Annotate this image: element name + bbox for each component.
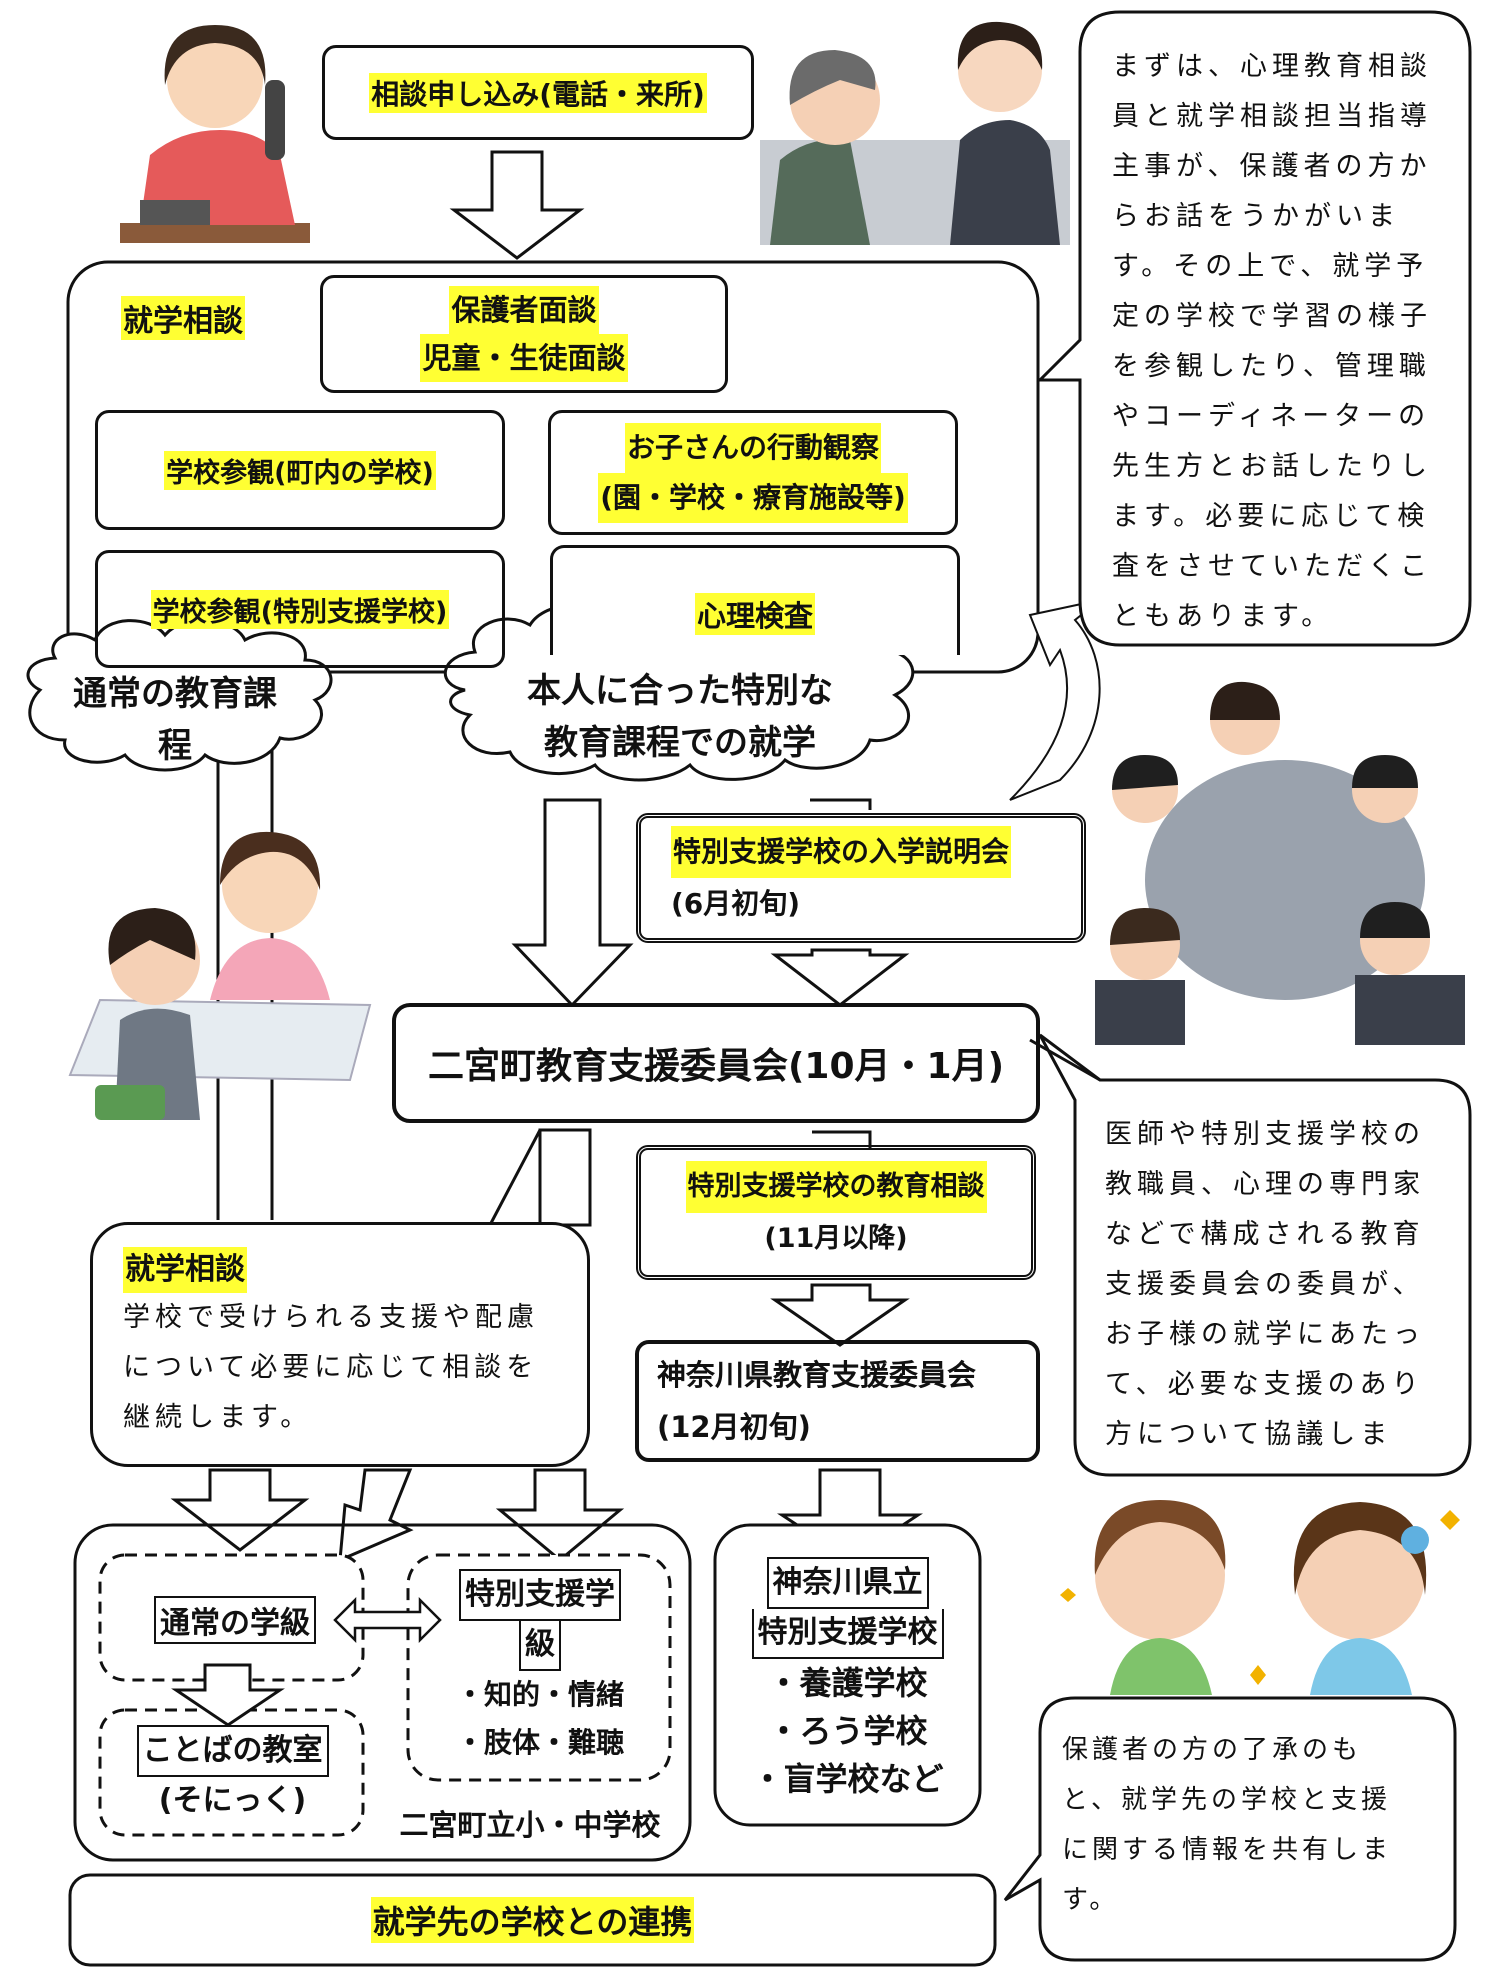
cooperation-label: 就学先の学校との連携: [370, 1897, 695, 1943]
bubble-mid-line7: 方について協議しま: [1105, 1419, 1393, 1450]
bubble-mid-line4: 支援委員会の委員が、: [1105, 1269, 1425, 1300]
pref-school-title2: 特別支援学校: [751, 1609, 944, 1659]
bubble-bottom-line2: と、就学先の学校と支援: [1062, 1785, 1391, 1815]
psych-test-box: 心理検査: [550, 545, 960, 655]
town-schools-text: 二宮町立小・中学校: [399, 1807, 661, 1842]
pref-school-title1: 神奈川県立: [766, 1557, 929, 1609]
meeting-illustration: [1095, 681, 1465, 1045]
kotoba-sub: (そにっく): [158, 1783, 307, 1818]
briefing-line2: (6月初旬): [671, 887, 801, 920]
cloud-regular: 通常の教育課 程: [70, 668, 280, 772]
regular-class-label: 通常の学級: [154, 1596, 316, 1644]
psych-test-label: 心理検査: [694, 593, 815, 635]
pref-school: 神奈川県立 特別支援学校 ・養護学校 ・ろう学校 ・盲学校など: [720, 1545, 975, 1815]
cooperation-box: 就学先の学校との連携: [70, 1875, 995, 1965]
bubble-top-line4: らお話をうかがいま: [1112, 201, 1400, 232]
bubble-top-line6: 定の学校で学習の様子: [1112, 301, 1432, 332]
bubble-top-line9: 先生方とお話したりし: [1112, 451, 1432, 482]
special-consult-line2: (11月以降): [764, 1222, 908, 1254]
bubble-top-line1: まずは、心理教育相談: [1112, 51, 1432, 82]
special-class-item2: ・肢体・難聴: [455, 1725, 624, 1759]
special-consult-box: 特別支援学校の教育相談 (11月以降): [636, 1145, 1036, 1280]
parent-interview-illustration: [68, 831, 372, 1120]
kanagawa-committee-line2: (12月初旬): [657, 1410, 811, 1444]
interview-box: 保護者面談 児童・生徒面談: [320, 275, 728, 393]
bubble-top-line10: ます。必要に応じて検: [1112, 501, 1430, 532]
kotoba-title: ことばの教室: [136, 1725, 329, 1777]
consultation-illustration: [760, 21, 1070, 245]
special-consult-line1: 特別支援学校の教育相談: [685, 1160, 987, 1213]
pref-school-item1: ・養護学校: [767, 1664, 928, 1702]
cloud-regular-line1: 通常の教育課: [73, 674, 277, 714]
kanagawa-committee-box: 神奈川県教育支援委員会 (12月初旬): [635, 1340, 1040, 1462]
bubble-top-line2: 員と就学相談担当指導: [1112, 101, 1432, 132]
bubble-top-line7: を参観したり、管理職: [1112, 351, 1431, 382]
bubble-mid-line2: 教職員、心理の専門家: [1105, 1169, 1425, 1200]
continued-body-line3: 継続します。: [123, 1402, 313, 1433]
children-illustration: [1060, 1500, 1460, 1695]
shugaku-title-label: 就学相談: [121, 295, 245, 340]
bubble-mid: 医師や特別支援学校の 教職員、心理の専門家 などで構成される教育 支援委員会の委…: [1105, 1110, 1465, 1460]
bubble-top-line3: 主事が、保護者の方か: [1112, 151, 1432, 182]
cloud-special-line2: 教育課程での就学: [544, 723, 816, 763]
special-class: 特別支援学 級 ・知的・情緒 ・肢体・難聴: [415, 1565, 665, 1770]
continued-body-line2: について必要に応じて相談を: [123, 1352, 539, 1383]
interview-line1: 保護者面談: [449, 286, 599, 334]
parent-on-phone-illustration: [120, 25, 310, 243]
briefing-box: 特別支援学校の入学説明会 (6月初旬): [636, 813, 1086, 943]
town-schools-label: 二宮町立小・中学校: [380, 1800, 680, 1845]
special-class-item1: ・知的・情緒: [455, 1677, 624, 1711]
bubble-bottom-line1: 保護者の方の了承のも: [1062, 1735, 1363, 1765]
committee-box: 二宮町教育支援委員会(10月・1月): [392, 1003, 1040, 1123]
bubble-mid-line5: お子様の就学にあたっ: [1105, 1319, 1425, 1350]
cloud-regular-line2: 程: [158, 726, 192, 766]
briefing-line1: 特別支援学校の入学説明会: [671, 826, 1012, 878]
visit-local-label: 学校参観(町内の学校): [164, 450, 436, 490]
consult-request-label: 相談申し込み(電話・来所): [369, 72, 707, 113]
shugaku-title: 就学相談: [108, 295, 258, 340]
regular-class: 通常の学級: [140, 1595, 330, 1645]
interview-line2: 児童・生徒面談: [420, 334, 628, 382]
visit-local-box: 学校参観(町内の学校): [95, 410, 505, 530]
observation-line2: (園・学校・療育施設等): [598, 472, 908, 523]
visit-special-label: 学校参観(特別支援学校): [150, 589, 450, 629]
bubble-top-line5: す。その上で、就学予: [1112, 251, 1429, 282]
bubble-bottom: 保護者の方の了承のも と、就学先の学校と支援 に関する情報を共有しま す。: [1062, 1725, 1452, 1925]
special-class-title1: 特別支援学: [459, 1568, 621, 1621]
observation-line1: お子さんの行動観察: [624, 422, 881, 473]
bubble-mid-line1: 医師や特別支援学校の: [1105, 1119, 1425, 1150]
consult-request-box: 相談申し込み(電話・来所): [322, 45, 754, 140]
committee-label: 二宮町教育支援委員会(10月・1月): [427, 1046, 1005, 1087]
observation-box: お子さんの行動観察 (園・学校・療育施設等): [548, 410, 958, 535]
special-class-title2: 級: [519, 1620, 561, 1671]
bubble-bottom-line4: す。: [1062, 1885, 1120, 1915]
bubble-mid-line6: て、必要な支援のあり: [1105, 1369, 1424, 1400]
kotoba-class: ことばの教室 (そにっく): [110, 1725, 355, 1825]
bubble-bottom-line3: に関する情報を共有しま: [1062, 1835, 1393, 1865]
bubble-mid-line3: などで構成される教育: [1105, 1219, 1425, 1250]
cloud-special-line1: 本人に合った特別な: [527, 671, 833, 711]
continued-title: 就学相談: [123, 1247, 247, 1293]
bubble-top: まずは、心理教育相談 員と就学相談担当指導 主事が、保護者の方か らお話をうかが…: [1112, 42, 1462, 642]
pref-school-item3: ・盲学校など: [751, 1760, 944, 1798]
bubble-top-line11: 査をさせていただくこ: [1112, 551, 1432, 582]
bubble-top-line12: ともあります。: [1112, 601, 1334, 632]
pref-school-item2: ・ろう学校: [767, 1712, 928, 1750]
bubble-top-line8: やコーディネーターの: [1112, 401, 1431, 432]
kanagawa-committee-line1: 神奈川県教育支援委員会: [657, 1358, 977, 1392]
visit-special-box: 学校参観(特別支援学校): [95, 550, 505, 668]
cloud-special: 本人に合った特別な 教育課程での就学: [520, 665, 840, 769]
continued-consult-box: 就学相談 学校で受けられる支援や配慮 について必要に応じて相談を 継続します。: [90, 1222, 590, 1467]
continued-body-line1: 学校で受けられる支援や配慮: [123, 1302, 539, 1333]
